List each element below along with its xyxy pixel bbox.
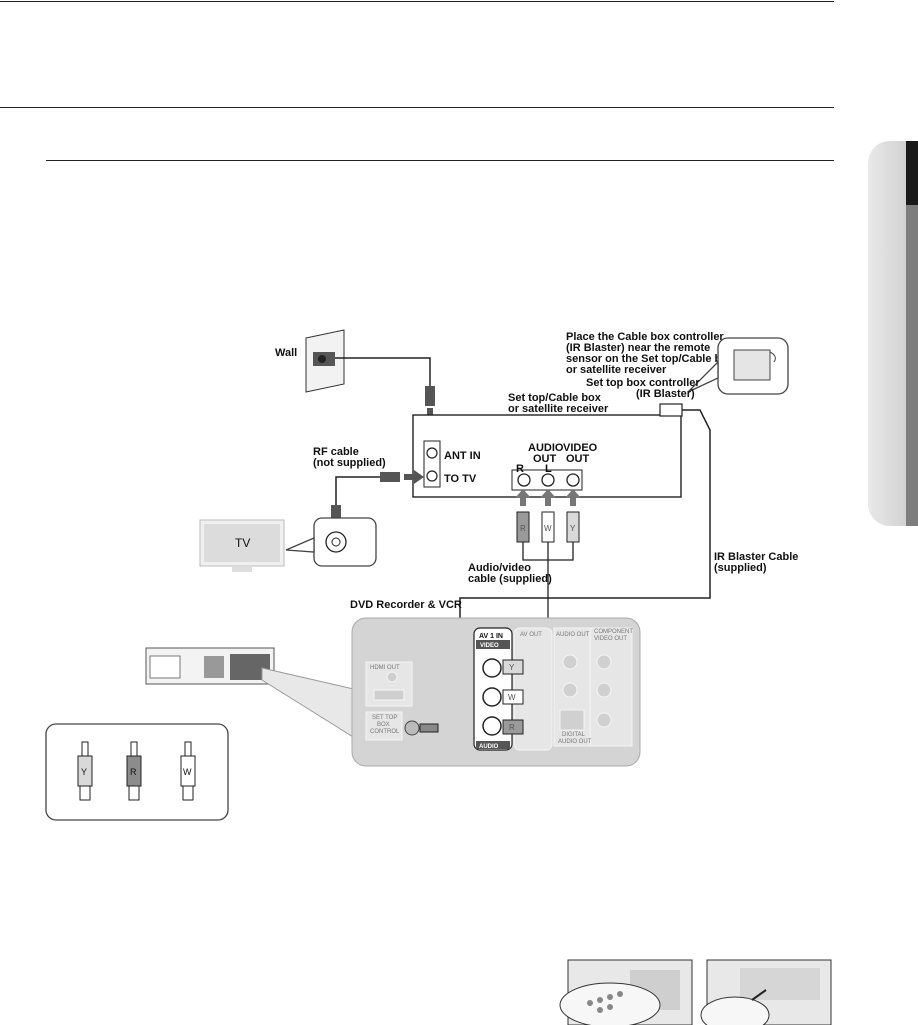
legend-y-label: Y bbox=[81, 767, 87, 777]
port-l-label: L bbox=[545, 463, 552, 475]
legend-r-label: R bbox=[130, 767, 137, 777]
rf-cable-label-2: (not supplied) bbox=[313, 457, 386, 469]
to-tv-arrow-head bbox=[414, 470, 424, 484]
subsection-rule bbox=[46, 160, 834, 161]
av-plug-r-label: R bbox=[520, 524, 526, 533]
av-cable-label-1: Audio/video bbox=[468, 562, 531, 574]
stb-controller-label-2: (IR Blaster) bbox=[636, 388, 695, 400]
top-rule bbox=[0, 1, 834, 2]
tv-label: TV bbox=[235, 536, 250, 550]
audio-label: AUDIO bbox=[479, 744, 499, 750]
chapter-tab-marker bbox=[906, 141, 918, 205]
legend-plug-r bbox=[126, 741, 142, 801]
rf-cable-plug bbox=[380, 472, 400, 482]
panel-plug-r-label: R bbox=[509, 723, 515, 732]
ir-plug bbox=[419, 723, 439, 733]
wall-label: Wall bbox=[275, 347, 297, 359]
component-label-2: VIDEO OUT bbox=[594, 636, 627, 642]
rf-cable bbox=[335, 476, 380, 505]
section-rule bbox=[0, 107, 834, 108]
legend-plug-w bbox=[180, 741, 196, 801]
wall-outlet bbox=[305, 329, 345, 393]
chapter-tab bbox=[868, 141, 918, 526]
av-cable-plugs bbox=[516, 511, 580, 543]
video-out-label-1: VIDEO bbox=[563, 442, 598, 454]
legend-plug-y bbox=[77, 741, 93, 801]
tv bbox=[199, 519, 285, 572]
audio-out-panel-label: AUDIO OUT bbox=[556, 632, 590, 638]
tv-callout bbox=[285, 517, 377, 567]
dvd-recorder-label: DVD Recorder & VCR bbox=[350, 599, 462, 611]
ir-note-line-1: Place the Cable box controller bbox=[566, 331, 724, 343]
wall-cable bbox=[335, 357, 431, 395]
dvd-recorder-device bbox=[145, 647, 275, 685]
tv-cable-plug bbox=[331, 505, 341, 519]
panel-plug-y-label: Y bbox=[509, 663, 515, 672]
legend-w-label: W bbox=[183, 767, 192, 777]
audio-out-label-1: AUDIO bbox=[528, 442, 564, 454]
digital-audio-label-2: AUDIO OUT bbox=[558, 739, 592, 745]
ir-cable-label-1: IR Blaster Cable bbox=[714, 551, 798, 563]
av-cable-label-2: cable (supplied) bbox=[468, 573, 552, 585]
rf-cable-label-1: RF cable bbox=[313, 446, 359, 458]
plug-legend bbox=[45, 723, 229, 821]
panel-plugs bbox=[502, 659, 524, 735]
stb-box-label-2: or satellite receiver bbox=[508, 403, 609, 415]
av1-in-label: AV 1 IN bbox=[479, 633, 503, 640]
stb-controller-label-1: Set top box controller bbox=[586, 377, 700, 389]
video-label: VIDEO bbox=[480, 643, 499, 649]
ant-in-label: ANT IN bbox=[444, 450, 481, 462]
stb-control-label-3: CONTROL bbox=[370, 729, 400, 735]
hdmi-out-label: HDMI OUT bbox=[370, 665, 400, 671]
remote-photo-1 bbox=[559, 959, 693, 1025]
ir-note-line-2: (IR Blaster) near the remote bbox=[566, 342, 710, 354]
ir-note-line-3: sensor on the Set top/Cable box bbox=[566, 353, 735, 365]
remote-photo-2 bbox=[700, 959, 832, 1025]
ir-blaster-callout bbox=[687, 337, 789, 395]
av-plug-w-label: W bbox=[544, 524, 552, 533]
stb-box-label-1: Set top/Cable box bbox=[508, 392, 602, 404]
chapter-tab-bar bbox=[906, 205, 918, 526]
av-arrows bbox=[515, 489, 581, 506]
audio-out-label-2: OUT bbox=[533, 453, 557, 465]
ir-note-line-4: or satellite receiver bbox=[566, 364, 667, 376]
av-plug-y-label: Y bbox=[570, 524, 576, 533]
ir-cable-label-2: (supplied) bbox=[714, 562, 767, 574]
set-top-box bbox=[412, 403, 683, 498]
component-label-1: COMPONENT bbox=[594, 629, 633, 635]
zoom-connector bbox=[261, 667, 359, 741]
av-out-label: AV OUT bbox=[520, 632, 542, 638]
stb-control-label-1: SET TOP bbox=[372, 715, 397, 721]
to-tv-label: TO TV bbox=[444, 473, 477, 485]
stb-control-label-2: BOX bbox=[377, 722, 390, 728]
wall-cable-plug bbox=[425, 386, 435, 406]
panel-plug-w-label: W bbox=[508, 693, 516, 702]
video-out-label-2: OUT bbox=[566, 453, 590, 465]
digital-audio-label-1: DIGITAL bbox=[562, 732, 586, 738]
port-r-label: R bbox=[516, 463, 524, 475]
